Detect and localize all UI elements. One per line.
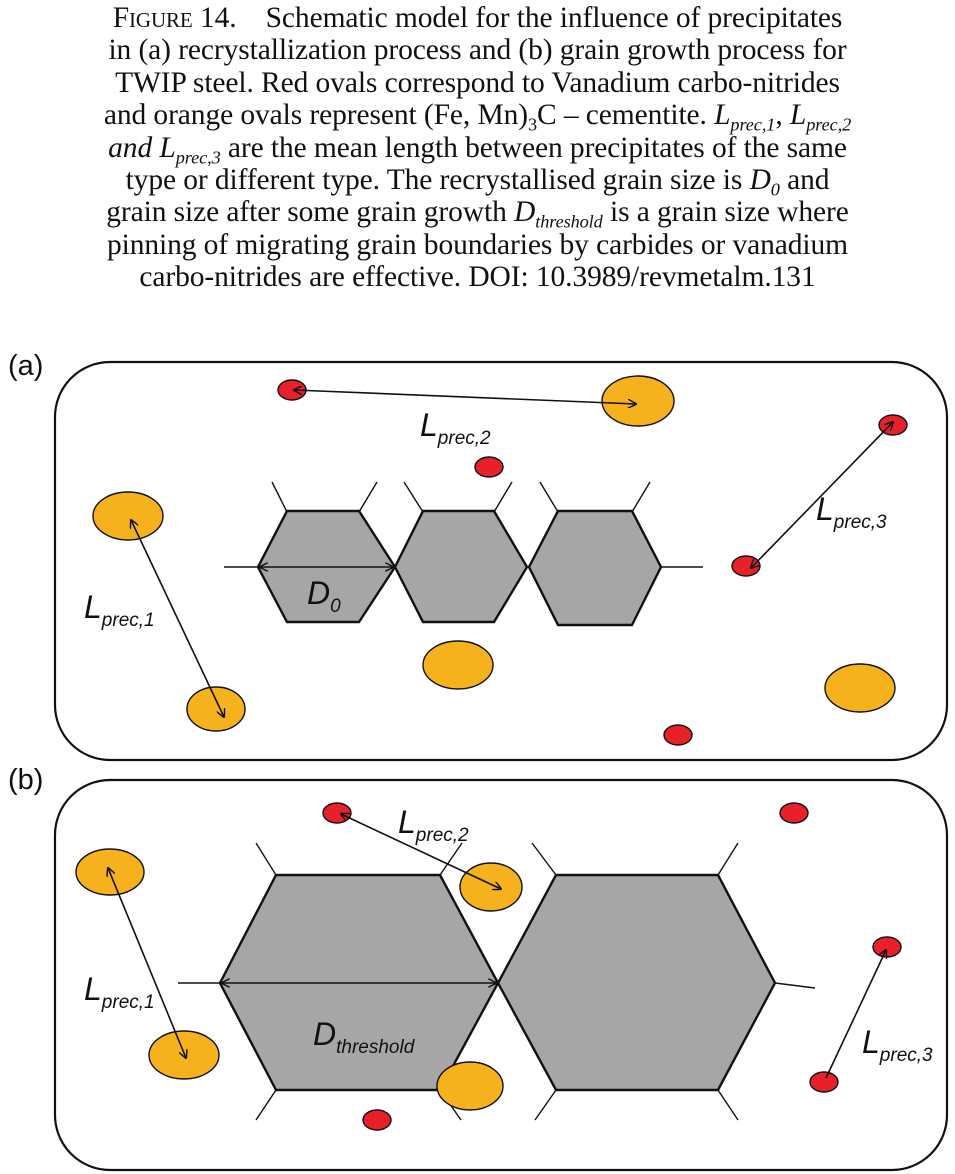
label-l-prec-1: Lprec,1 <box>84 971 155 1013</box>
cementite-particle <box>436 1061 504 1111</box>
figure-label: Figure 14. <box>112 2 237 34</box>
arrow-l-prec-1 <box>108 868 186 1058</box>
vanadium-carbonitride-particle <box>872 936 902 958</box>
label-l-prec-1: Lprec,1 <box>84 589 155 631</box>
cementite-particle <box>459 862 523 912</box>
panel-a-grain-boundary-stubs <box>224 481 703 568</box>
panel-b-arrows <box>108 814 886 1079</box>
vanadium-carbonitride-particle <box>779 802 809 824</box>
arrow-l-prec-1 <box>131 520 224 717</box>
vanadium-carbonitride-particle <box>731 555 761 577</box>
cementite-particle <box>186 686 246 732</box>
panel-a-grains <box>256 509 663 627</box>
caption-line-2: in (a) recrystallization process and (b)… <box>108 34 847 67</box>
cementite-particle <box>601 375 675 427</box>
caption-line-6: type or different type. The recrystallis… <box>125 164 830 200</box>
label-l-prec-2: Lprec,2 <box>398 804 469 846</box>
grain-a2 <box>393 509 529 624</box>
panel-a-label: (a) <box>8 350 43 382</box>
cementite-particle <box>422 640 494 690</box>
label-l-prec-3: Lprec,3 <box>816 491 887 533</box>
label-d-0: D0 <box>307 575 341 617</box>
vanadium-carbonitride-particle <box>362 1109 392 1131</box>
caption-line-4: and orange ovals represent (Fe, Mn)3C – … <box>103 99 852 135</box>
caption-line-3: TWIP steel. Red ovals correspond to Vana… <box>115 66 840 99</box>
label-d-threshold: Dthreshold <box>313 1016 416 1058</box>
vanadium-carbonitride-particle <box>663 724 693 746</box>
panel-a-arrows <box>131 390 893 717</box>
grain-a3 <box>527 509 663 627</box>
arrow-l-prec-3 <box>825 950 886 1079</box>
caption-line-1: Figure 14. Schematic model for the influ… <box>112 2 843 34</box>
vanadium-carbonitride-particle <box>322 802 352 824</box>
cementite-particle <box>824 663 896 713</box>
vanadium-carbonitride-particle <box>809 1071 839 1093</box>
panel-b-frame <box>53 778 949 1172</box>
cementite-particle <box>92 491 164 541</box>
grain-b2 <box>496 873 777 1092</box>
label-l-prec-3: Lprec,3 <box>862 1024 933 1066</box>
panel-a-frame <box>53 360 949 762</box>
arrow-l-prec-2 <box>294 390 636 404</box>
caption-line-7: grain size after some grain growth Dthre… <box>106 196 849 232</box>
figure-caption: Figure 14. Schematic model for the influ… <box>0 2 955 294</box>
caption-line-8: pinning of migrating grain boundaries by… <box>106 228 849 261</box>
panel-b-label: (b) <box>8 764 43 796</box>
arrow-l-prec-3 <box>751 422 893 568</box>
caption-line-5: and Lprec,3 are the mean length between … <box>108 131 847 168</box>
arrow-l-prec-2 <box>341 814 501 889</box>
label-l-prec-2: Lprec,2 <box>420 407 491 449</box>
caption-line-9: carbo-nitrides are effective. DOI: 10.39… <box>139 261 816 294</box>
vanadium-carbonitride-particle <box>474 456 504 478</box>
